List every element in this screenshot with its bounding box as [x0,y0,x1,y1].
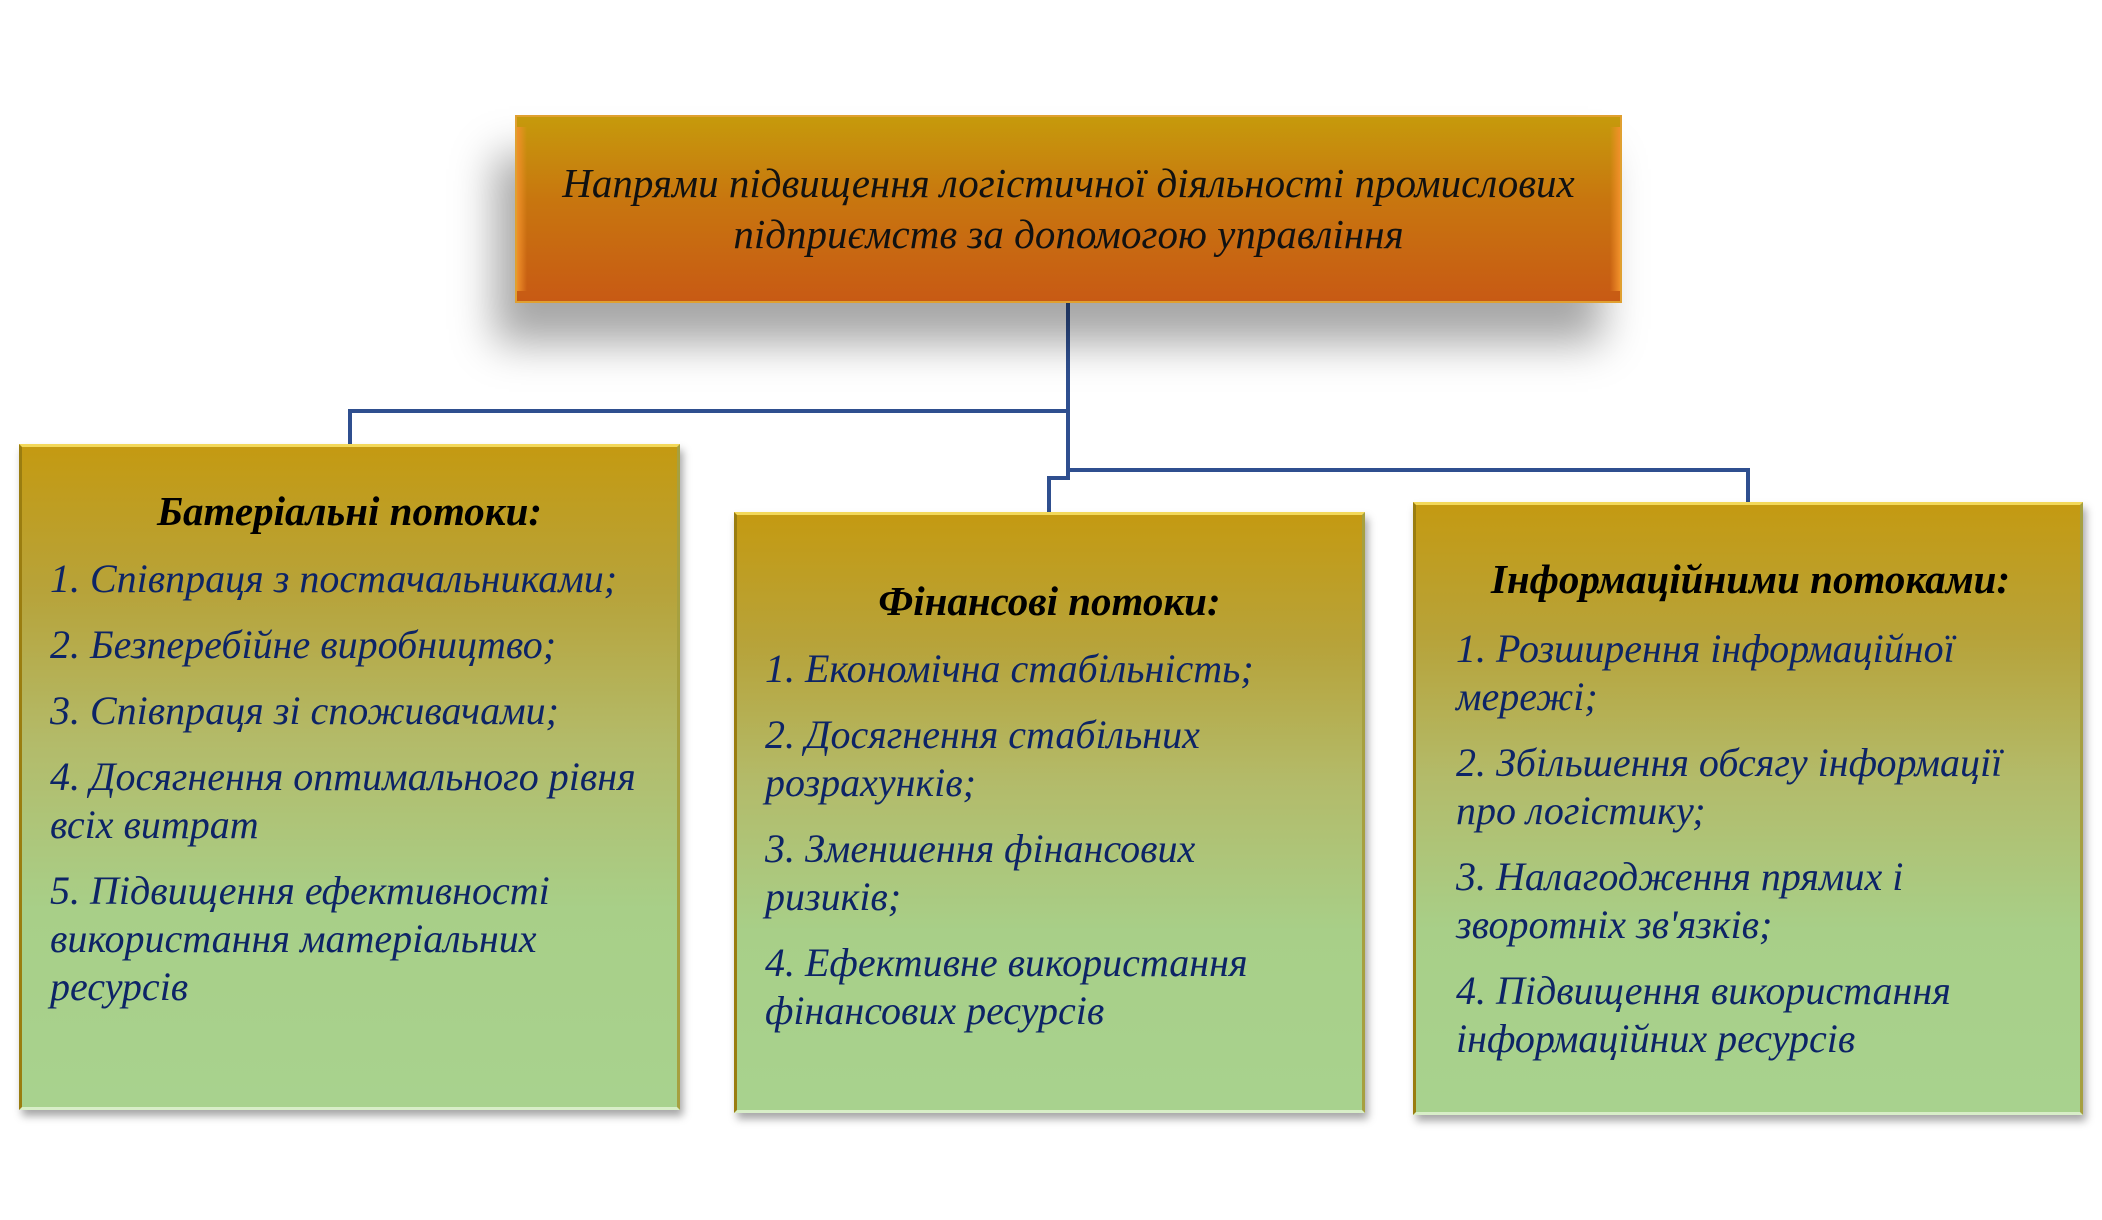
list-item: 3. Співпраця зі споживачами; [50,688,559,733]
branch-financial-flows: Фінансові потоки: 1. Економічна стабільн… [734,512,1365,1113]
list-item: 2. Досягнення стабільних розрахунків; [765,712,1200,805]
branch-title: Батеріальні потоки: [156,488,543,534]
list-item: 2. Збільшення обсягу інформації про логі… [1456,740,2003,833]
list-item: 1. Співпраця з постачальниками; [50,556,618,601]
list-item: 4. Ефективне використання фінансових рес… [765,940,1248,1033]
list-item: 5. Підвищення ефективності використання … [50,868,550,1009]
root-node: Напрями підвищення логістичної діяльност… [515,115,1622,303]
list-item: 1. Розширення інформаційної мережі; [1456,626,1955,719]
list-item: 3. Зменшення фінансових ризиків; [765,826,1196,919]
list-item: 2. Безперебійне виробництво; [50,622,557,667]
root-title: Напрями підвищення логістичної діяльност… [562,160,1575,257]
connector-middle [1047,411,1070,512]
list-item: 4. Підвищення використання інформаційних… [1456,968,1951,1061]
list-item: 4. Досягнення оптимального рівня всіх ви… [50,754,636,847]
branch-material-flows: Батеріальні потоки: 1. Співпраця з поста… [19,444,680,1110]
list-item: 1. Економічна стабільність; [765,646,1254,691]
branch-title: Фінансові потоки: [878,578,1221,624]
list-item: 3. Налагодження прямих і зворотніх зв'яз… [1456,854,1904,947]
branch-title: Інформаційними потоками: [1490,556,2011,602]
branch-information-flows: Інформаційними потоками: 1. Розширення і… [1413,502,2083,1115]
connector-left [348,303,1070,444]
connector-right [1068,468,1750,502]
